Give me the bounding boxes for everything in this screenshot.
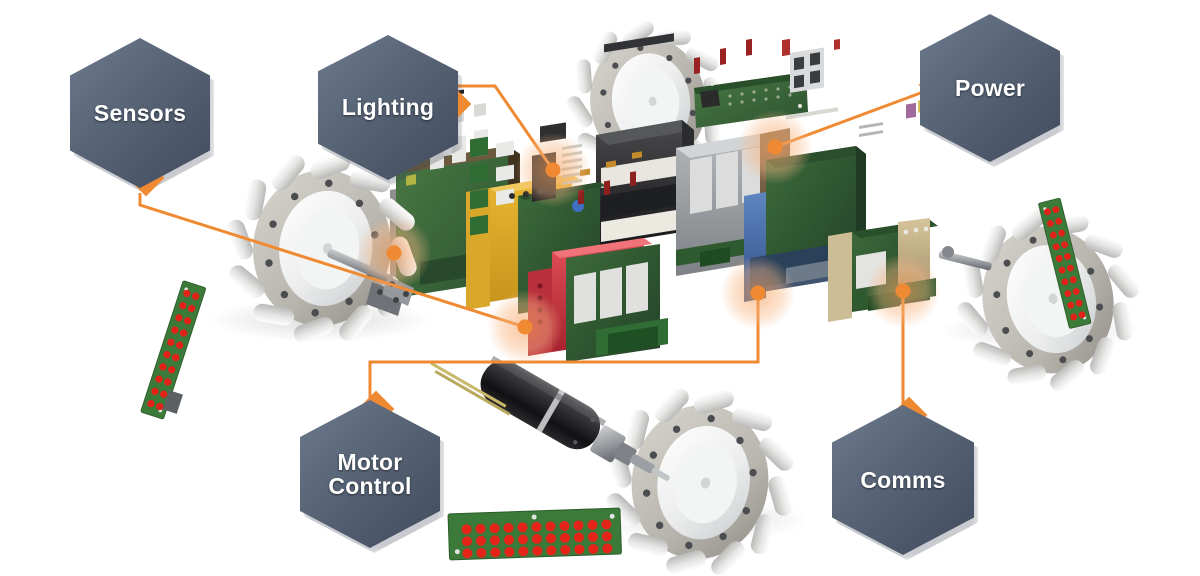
- callout-label-line-sensors-0: Sensors: [93, 99, 187, 126]
- led-strip-left: [140, 280, 207, 420]
- callout-label-line-comms-0: Comms: [860, 466, 946, 493]
- callout-label-comms: Comms: [854, 466, 951, 493]
- axle-right: [938, 246, 992, 271]
- callout-label-sensors: Sensors: [88, 99, 192, 126]
- connection-point-sensors-0[interactable]: [386, 245, 402, 261]
- callout-hexagon-lighting[interactable]: Lighting: [318, 35, 458, 180]
- callout-label-line-power-0: Power: [954, 74, 1026, 101]
- connection-point-motor-control-0[interactable]: [750, 285, 766, 301]
- connection-point-comms-0[interactable]: [895, 283, 911, 299]
- callout-label-line-motor-control-1: Control: [328, 473, 412, 499]
- callout-label-line-motor-control-0: Motor: [337, 448, 403, 475]
- connection-point-power-0[interactable]: [767, 139, 783, 155]
- callout-label-lighting: Lighting: [336, 94, 440, 121]
- connection-point-sensors-1[interactable]: [517, 319, 533, 335]
- callout-hexagon-comms[interactable]: Comms: [832, 405, 974, 555]
- led-strip-right: [1037, 197, 1092, 330]
- callout-label-line-lighting-0: Lighting: [341, 94, 435, 121]
- led-strip-bottom: [447, 507, 622, 561]
- connection-point-lighting-0[interactable]: [545, 162, 561, 178]
- callout-label-power: Power: [949, 74, 1031, 101]
